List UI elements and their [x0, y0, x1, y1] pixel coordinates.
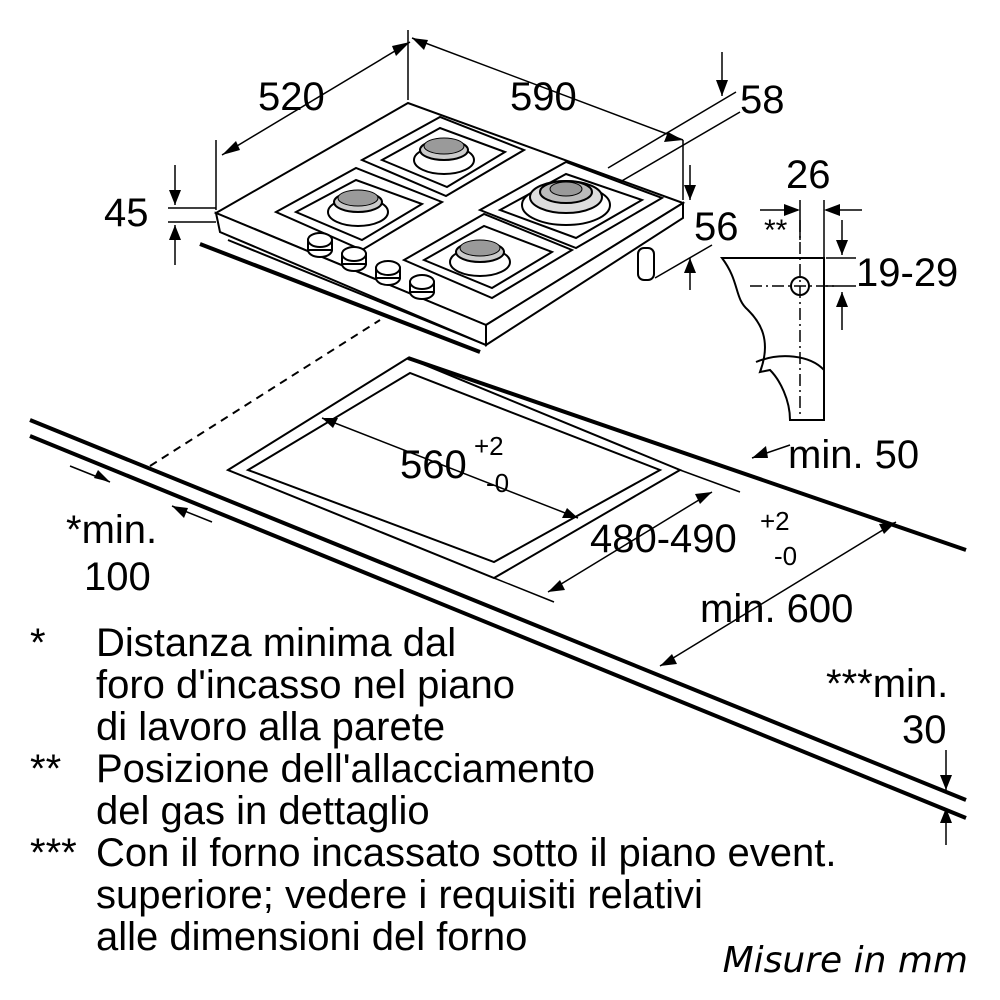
note-3-line-3: alle dimensioni del forno	[96, 915, 527, 959]
dimension-labels: 520 590 58 45 56 26 ** 19-29 min. 50 560…	[66, 75, 958, 752]
dim-glass-thickness-label: 45	[104, 191, 149, 235]
burner-back	[413, 137, 475, 175]
note-2-marker: **	[30, 747, 61, 791]
note-1-line-1: Distanza minima dal	[96, 621, 456, 665]
gas-connection-stub	[637, 247, 655, 281]
dim-min-back-label: min. 50	[788, 433, 919, 477]
dim-min-oven-line2: 30	[902, 708, 947, 752]
control-knob	[375, 260, 401, 286]
note-1-line-3: di lavoro alla parete	[96, 705, 445, 749]
dim-height-total-label: 58	[740, 78, 785, 122]
dim-depth-label: 520	[258, 75, 325, 119]
control-knob	[341, 246, 367, 272]
note-2-line-2: del gas in dettaglio	[96, 789, 430, 833]
gas-connection-detail	[720, 200, 862, 421]
dim-cutout-width-tol-minus: -0	[486, 468, 509, 498]
note-2-line-1: Posizione dell'allacciamento	[96, 747, 595, 791]
cooktop-side-edge	[485, 201, 684, 347]
dim-gas-offset-label: 26	[786, 153, 831, 197]
dim-cutout-depth-label: 480-490	[590, 517, 737, 561]
note-3-line-2: superiore; vedere i requisiti relativi	[96, 873, 703, 917]
dim-gas-marker-label: **	[764, 214, 788, 247]
note-3-marker: ***	[30, 831, 77, 875]
gas-connection-profile	[720, 257, 825, 421]
control-knob	[409, 274, 435, 300]
cooktop	[199, 101, 686, 354]
arrowheads	[94, 38, 952, 823]
dim-min-wall-line1: *min.	[66, 508, 157, 552]
burner-left	[327, 189, 389, 227]
burner-wok	[521, 180, 611, 226]
dim-cutout-width-tol-plus: +2	[474, 431, 504, 461]
dim-min-oven-line1: ***min.	[826, 662, 948, 706]
dim-gas-height-label: 19-29	[856, 251, 958, 295]
dim-side-height-label: 56	[694, 205, 739, 249]
note-3-line-1: Con il forno incassato sotto il piano ev…	[96, 831, 836, 875]
footnotes: * Distanza minima dal foro d'incasso nel…	[30, 621, 968, 981]
note-1-line-2: foro d'incasso nel piano	[96, 663, 515, 707]
control-knob	[307, 232, 333, 258]
dim-cutout-depth-tol-plus: +2	[760, 506, 790, 536]
note-1-marker: *	[30, 621, 46, 665]
worktop	[29, 319, 967, 820]
burner-front	[449, 239, 511, 277]
dim-min-wall-line2: 100	[84, 555, 151, 599]
dim-min-depth-label: min. 600	[700, 587, 853, 631]
dim-cutout-depth-tol-minus: -0	[774, 541, 797, 571]
dim-width-label: 590	[510, 75, 577, 119]
units-label: Misure in mm	[723, 940, 968, 981]
dim-cutout-width-label: 560	[400, 443, 467, 487]
